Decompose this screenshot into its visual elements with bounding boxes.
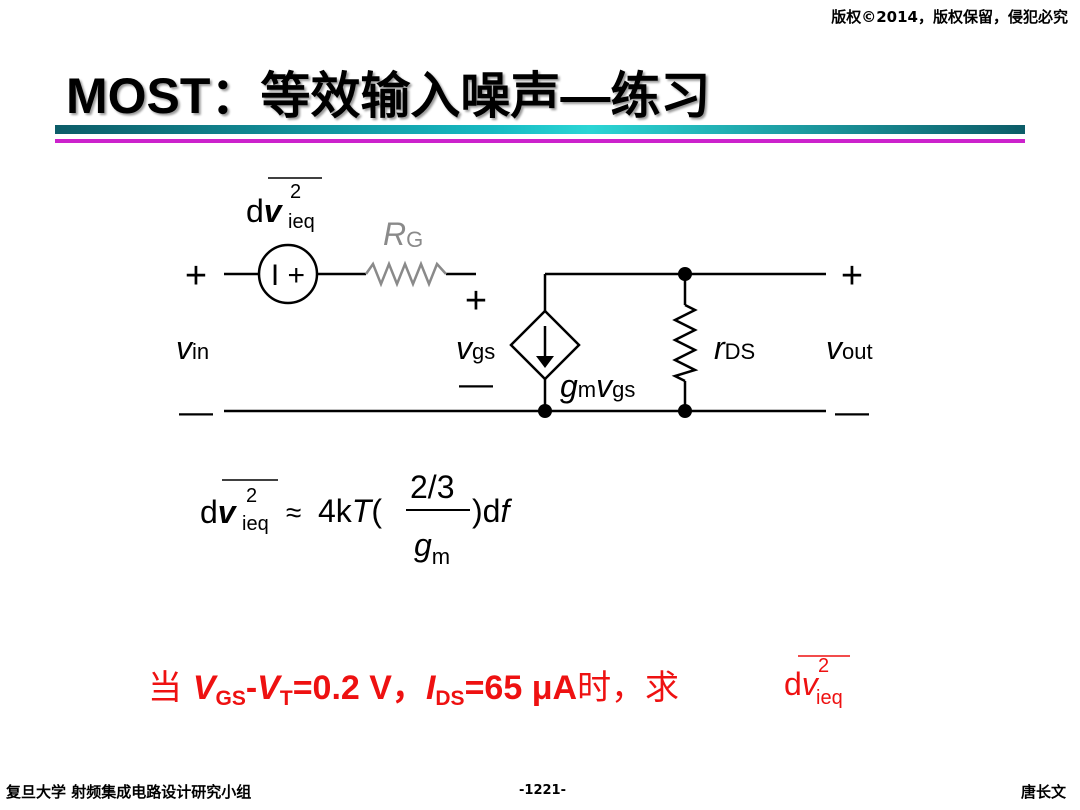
formula-approx: ≈ — [286, 497, 301, 528]
formula-coef: 4kT( — [318, 493, 382, 529]
vgs-label: vgs — [456, 330, 495, 366]
current-arrow-head — [536, 356, 554, 368]
noise-formula: dv 2 ieq ≈ 4kT( 2/3 gm )df — [200, 469, 512, 569]
question-noise-term: dv 2 ieq — [784, 655, 850, 709]
vout-label: vout — [826, 330, 873, 366]
rds-label: rDS — [714, 330, 755, 366]
formula-lhs: dv — [200, 494, 238, 530]
vgs-minus-sign: — — [459, 365, 493, 403]
source-inner-glyph: I + — [271, 259, 305, 292]
vin-label: vin — [176, 330, 209, 366]
footer-affiliation: 复旦大学 射频集成电路设计研究小组 — [6, 783, 252, 801]
rg-label: RG — [383, 216, 423, 252]
noise-source-label: dv — [246, 193, 284, 229]
title-underline-magenta — [55, 139, 1025, 143]
gm-vgs-label: gmvgs — [560, 368, 635, 404]
exercise-question: 当 VGS-VT=0.2 V，IDS=65 μA时，求 — [148, 668, 680, 710]
noise-voltage-source-symbol — [257, 243, 319, 305]
footer-author: 唐长文 — [1020, 783, 1066, 801]
question-dv: dv — [784, 666, 820, 702]
formula-denominator: gm — [414, 527, 450, 569]
slide-title: MOST：等效输入噪声—练习 — [66, 68, 711, 124]
copyright-notice: 版权©2014，版权保留，侵犯必究 — [831, 8, 1068, 26]
node-dot-bottom-ccs — [538, 404, 552, 418]
title-underline-teal — [55, 125, 1025, 134]
rg-resistor-zigzag — [364, 260, 447, 288]
footer-page-number: -1221- — [519, 783, 566, 798]
noise-source-sup: 2 — [290, 181, 301, 203]
vin-plus-sign: + — [185, 255, 207, 297]
node-dot-bottom-rds — [678, 404, 692, 418]
question-dv-sub: ieq — [816, 687, 843, 709]
node-dot-top-right — [678, 267, 692, 281]
formula-tail: )df — [472, 493, 512, 529]
vout-plus-sign: + — [841, 255, 863, 297]
vout-minus-sign: — — [835, 393, 869, 431]
vin-minus-sign: — — [179, 393, 213, 431]
rds-resistor-zigzag — [671, 303, 699, 383]
formula-lhs-sub: ieq — [242, 513, 269, 535]
noise-source-sub: ieq — [288, 211, 315, 233]
dependent-current-source-symbol — [509, 309, 581, 381]
formula-lhs-sup: 2 — [246, 485, 257, 507]
vgs-plus-sign: + — [465, 280, 487, 322]
question-dv-sup: 2 — [818, 655, 829, 677]
formula-numerator: 2/3 — [410, 469, 454, 505]
